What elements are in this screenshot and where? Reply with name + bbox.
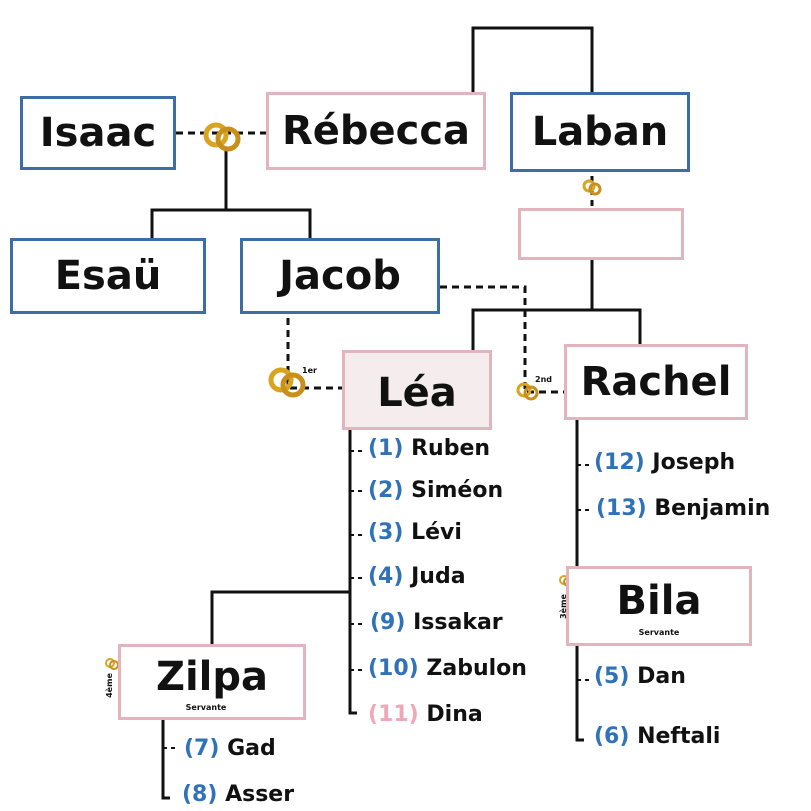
child-number: (6)	[594, 724, 630, 749]
list-item-child-lea: (1) Ruben	[368, 436, 490, 461]
child-name: Dan	[637, 664, 686, 689]
children-spine-bila	[575, 646, 584, 742]
list-item-child-zilpa: (8) Asser	[182, 782, 294, 807]
children-spine-lea	[348, 428, 357, 715]
child-number: (9)	[370, 610, 406, 635]
wedding-rings-icon	[516, 382, 539, 401]
wedding-rings-icon	[268, 367, 306, 398]
child-name: Siméon	[411, 478, 504, 503]
servant-link-zilpa	[210, 590, 350, 644]
child-number: (4)	[368, 564, 404, 589]
child-number: (13)	[596, 496, 647, 521]
child-name: Asser	[225, 782, 295, 807]
child-name: Gad	[227, 736, 276, 761]
marriage-order-fourth: 4ème	[104, 673, 114, 698]
child-number: (10)	[368, 656, 419, 681]
children-spine-zilpa	[161, 720, 170, 800]
child-number: (12)	[594, 450, 645, 475]
child-name: Zabulon	[426, 656, 527, 681]
person-name-zilpa: Zilpa	[155, 654, 269, 700]
person-name-isaac: Isaac	[39, 110, 157, 156]
list-item-child-lea: (11) Dina	[368, 702, 483, 727]
child-number: (5)	[594, 664, 630, 689]
children-bracket-laban	[471, 308, 642, 352]
person-name-jacob: Jacob	[279, 253, 401, 299]
list-item-child-lea: (9) Issakar	[370, 610, 503, 635]
wedding-rings-icon	[105, 658, 119, 670]
child-name: Benjamin	[654, 496, 771, 521]
person-box-rebecca: Rébecca	[266, 92, 486, 170]
child-number: (7)	[184, 736, 220, 761]
role-label-zilpa: Servante	[185, 703, 227, 712]
child-number: (11)	[368, 702, 419, 727]
person-box-lea: Léa	[342, 350, 492, 430]
marriage-order-first: 1er	[302, 366, 317, 375]
marriage-dash-jacob-rachel	[440, 285, 566, 394]
person-name-lea: Léa	[377, 370, 457, 416]
list-item-child-bila: (5) Dan	[594, 664, 686, 689]
list-item-child-lea: (3) Lévi	[368, 520, 462, 545]
list-item-child-lea: (10) Zabulon	[368, 656, 527, 681]
person-box-jacob: Jacob	[240, 238, 440, 314]
person-name-laban: Laban	[531, 109, 669, 155]
child-number: (8)	[182, 782, 218, 807]
person-box-zilpa: Zilpa Servante	[118, 644, 306, 720]
list-item-child-rachel: (12) Joseph	[594, 450, 735, 475]
child-number: (2)	[368, 478, 404, 503]
child-name: Issakar	[413, 610, 503, 635]
list-item-child-lea: (2) Siméon	[368, 478, 503, 503]
child-number: (3)	[368, 520, 404, 545]
sibling-connector-rebecca-laban	[471, 26, 594, 95]
person-name-rachel: Rachel	[580, 359, 732, 405]
list-item-child-zilpa: (7) Gad	[184, 736, 276, 761]
person-box-rachel: Rachel	[564, 344, 748, 420]
child-name: Lévi	[411, 520, 462, 545]
marriage-order-third: 3ème	[558, 594, 568, 619]
list-item-child-bila: (6) Neftali	[594, 724, 720, 749]
child-name: Ruben	[411, 436, 491, 461]
wedding-rings-icon	[582, 179, 602, 196]
person-box-laban-wife	[518, 208, 684, 260]
list-item-child-rachel: (13) Benjamin	[596, 496, 770, 521]
children-bracket-isaac	[150, 208, 312, 240]
child-name: Dina	[426, 702, 483, 727]
person-name-bila: Bila	[616, 578, 702, 624]
child-name: Neftali	[637, 724, 721, 749]
person-box-esau: Esaü	[10, 238, 206, 314]
marriage-order-second: 2nd	[535, 375, 552, 384]
person-name-esau: Esaü	[54, 253, 162, 299]
person-name-rebecca: Rébecca	[281, 108, 471, 154]
person-box-isaac: Isaac	[20, 96, 176, 170]
role-label-bila: Servante	[638, 628, 680, 637]
person-box-bila: Bila Servante	[566, 566, 752, 646]
child-number: (1)	[368, 436, 404, 461]
list-item-child-lea: (4) Juda	[368, 564, 466, 589]
child-name: Joseph	[652, 450, 736, 475]
child-name: Juda	[411, 564, 466, 589]
wedding-rings-icon	[203, 122, 241, 152]
person-box-laban: Laban	[510, 92, 690, 172]
